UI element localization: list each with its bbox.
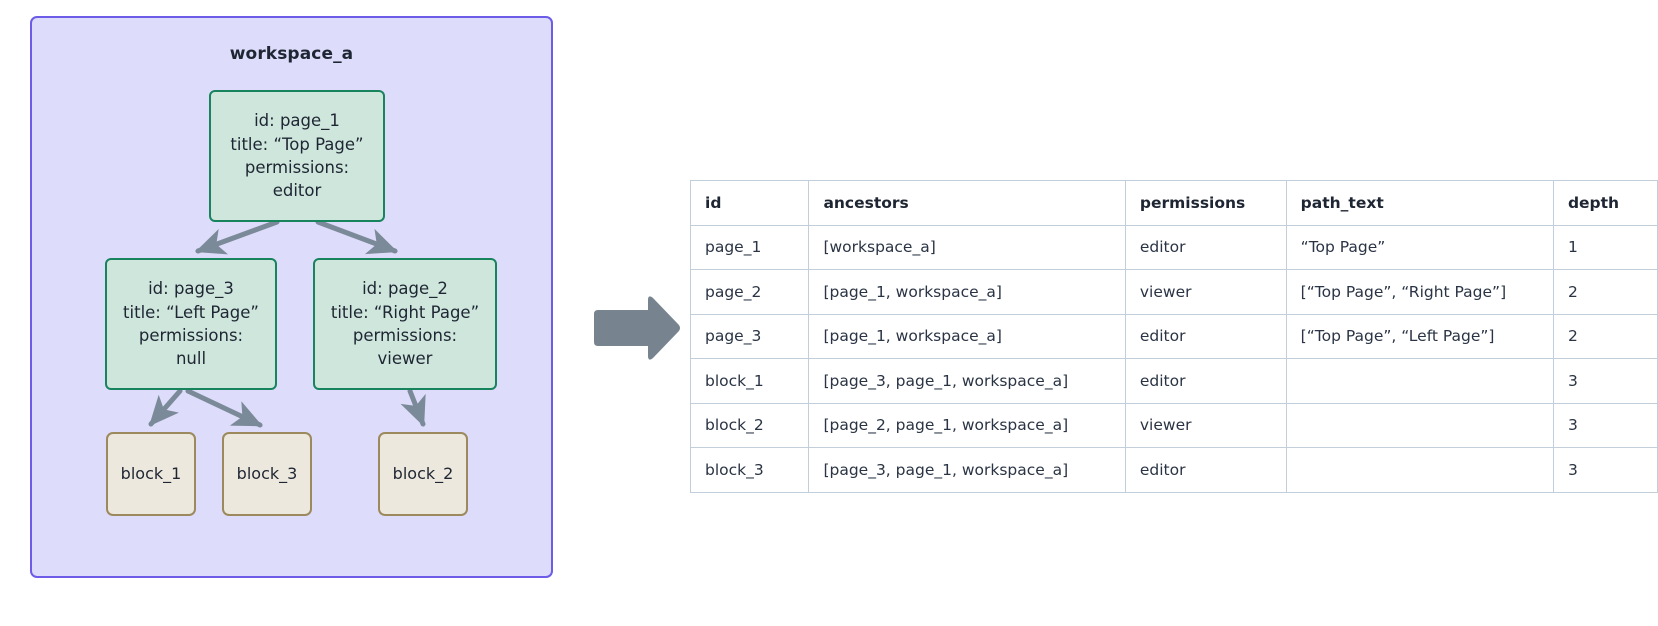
column-header-permissions: permissions — [1124, 180, 1287, 226]
cell-path-text: [“Top Page”, “Left Page”] — [1285, 313, 1554, 359]
node-line: id: page_1 — [254, 111, 340, 131]
diagram-node-block-2: block_2 — [378, 432, 468, 516]
cell-ancestors: [page_2, page_1, workspace_a] — [808, 402, 1126, 448]
cell-ancestors: [page_1, workspace_a] — [808, 313, 1126, 359]
cell-path-text — [1285, 402, 1554, 448]
node-line: permissions: — [138, 326, 244, 345]
cell-depth: 2 — [1552, 269, 1658, 315]
right-block-arrow-icon — [594, 296, 680, 360]
diagram-node-page-3: id: page_3 title: “Left Page” permission… — [105, 258, 277, 390]
cell-id: page_2 — [689, 269, 810, 315]
table-row: block_1 [page_3, page_1, workspace_a] ed… — [689, 358, 1658, 404]
node-line: permissions: — [244, 158, 350, 177]
table-row: block_3 [page_3, page_1, workspace_a] ed… — [689, 447, 1658, 493]
table-row: page_3 [page_1, workspace_a] editor [“To… — [689, 313, 1658, 359]
table-header-row: id ancestors permissions path_text depth — [689, 180, 1658, 226]
cell-permissions: editor — [1124, 313, 1287, 359]
cell-permissions: viewer — [1124, 269, 1287, 315]
table-row: block_2 [page_2, page_1, workspace_a] vi… — [689, 402, 1658, 448]
cell-id: block_2 — [689, 402, 810, 448]
node-line: block_1 — [120, 463, 182, 483]
node-line: block_3 — [236, 463, 298, 483]
cell-path-text: “Top Page” — [1285, 224, 1554, 270]
node-line: permissions: — [352, 326, 458, 345]
edge-page3-block3 — [185, 388, 263, 428]
diagram-node-page-1: id: page_1 title: “Top Page” permissions… — [209, 90, 385, 222]
table-row: page_1 [workspace_a] editor “Top Page” 1 — [689, 224, 1658, 270]
edge-page1-page2 — [315, 219, 398, 255]
cell-id: page_3 — [689, 313, 810, 359]
edge-page3-block1 — [148, 388, 183, 427]
node-line: editor — [272, 181, 322, 201]
node-line: viewer — [377, 349, 433, 369]
cell-depth: 2 — [1552, 313, 1658, 359]
cell-path-text — [1285, 358, 1554, 404]
cell-ancestors: [page_3, page_1, workspace_a] — [808, 358, 1126, 404]
workspace-container: workspace_a id: page_1 title: “Top Page”… — [30, 16, 553, 578]
edge-page1-page3 — [195, 219, 280, 255]
cell-permissions: editor — [1124, 224, 1287, 270]
cell-id: block_1 — [689, 358, 810, 404]
cell-permissions: editor — [1124, 358, 1287, 404]
cell-id: page_1 — [689, 224, 810, 270]
node-line: block_2 — [392, 463, 454, 483]
cell-ancestors: [page_3, page_1, workspace_a] — [808, 447, 1126, 493]
node-line: title: “Right Page” — [330, 302, 480, 322]
column-header-ancestors: ancestors — [808, 180, 1126, 226]
node-line: title: “Top Page” — [230, 134, 364, 154]
cell-path-text: [“Top Page”, “Right Page”] — [1285, 269, 1554, 315]
cell-depth: 3 — [1552, 358, 1658, 404]
diagram-node-block-1: block_1 — [106, 432, 196, 516]
cell-id: block_3 — [689, 447, 810, 493]
node-line: id: page_3 — [148, 279, 234, 299]
cell-ancestors: [page_1, workspace_a] — [808, 269, 1126, 315]
result-table: id ancestors permissions path_text depth… — [689, 180, 1658, 493]
column-header-path-text: path_text — [1285, 180, 1554, 226]
diagram-node-page-2: id: page_2 title: “Right Page” permissio… — [313, 258, 497, 390]
table-row: page_2 [page_1, workspace_a] viewer [“To… — [689, 269, 1658, 315]
column-header-id: id — [689, 180, 810, 226]
workspace-title: workspace_a — [229, 44, 354, 64]
column-header-depth: depth — [1552, 180, 1658, 226]
cell-depth: 1 — [1552, 224, 1658, 270]
cell-ancestors: [workspace_a] — [808, 224, 1126, 270]
cell-permissions: viewer — [1124, 402, 1287, 448]
cell-depth: 3 — [1552, 447, 1658, 493]
node-line: id: page_2 — [362, 279, 448, 299]
node-line: null — [175, 349, 207, 369]
edge-page2-block2 — [400, 388, 426, 427]
cell-permissions: editor — [1124, 447, 1287, 493]
cell-depth: 3 — [1552, 402, 1658, 448]
node-line: title: “Left Page” — [123, 302, 259, 322]
diagram-node-block-3: block_3 — [222, 432, 312, 516]
cell-path-text — [1285, 447, 1554, 493]
